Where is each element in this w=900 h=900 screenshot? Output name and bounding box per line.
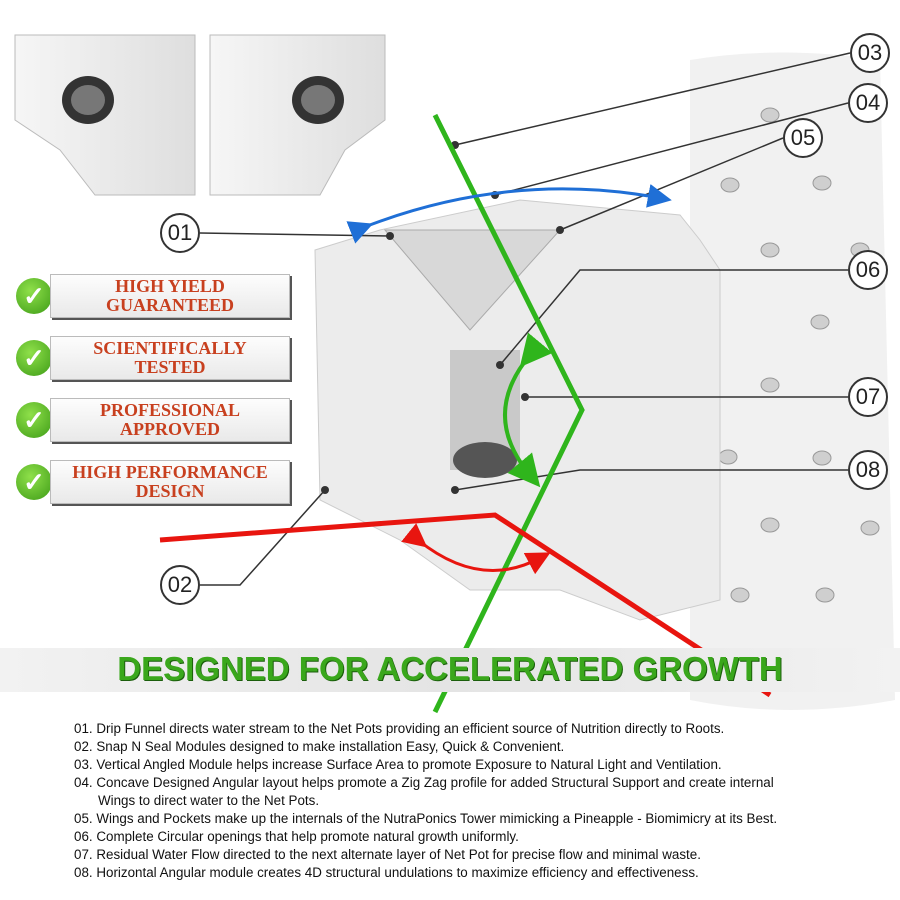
note-item: 01. Drip Funnel directs water stream to … [74, 721, 725, 736]
note-item: 07. Residual Water Flow directed to the … [74, 847, 701, 862]
banner-background [0, 648, 900, 692]
horizontal-angle-line [159, 512, 772, 698]
note-item: 03. Vertical Angled Module helps increas… [74, 757, 722, 772]
check-icon: ✓ [16, 340, 52, 376]
green-arc-arrow [503, 332, 553, 488]
check-icon: ✓ [16, 464, 52, 500]
blue-arc-arrow [346, 184, 672, 244]
check-icon: ✓ [16, 402, 52, 438]
badge-line: TESTED [134, 357, 206, 377]
note-item: 05. Wings and Pockets make up the intern… [74, 811, 778, 826]
callout-01: 01 [160, 213, 200, 253]
badge-line: SCIENTIFICALLY [93, 338, 247, 358]
note-item: 08. Horizontal Angular module creates 4D… [74, 865, 699, 880]
note-item-continued: Wings to direct water to the Net Pots. [98, 793, 320, 808]
banner-title: DESIGNED FOR ACCELERATED GROWTH [117, 650, 783, 687]
badge-line: PROFESSIONAL [99, 400, 241, 420]
callout-08: 08 [848, 450, 888, 490]
badge-line: HIGH PERFORMANCE [72, 462, 268, 482]
callout-03: 03 [850, 33, 890, 73]
feature-notes: 01. Drip Funnel directs water stream to … [74, 720, 874, 882]
note-item: 02. Snap N Seal Modules designed to make… [74, 739, 565, 754]
module-cutaway-image [314, 199, 721, 621]
check-icon: ✓ [16, 278, 52, 314]
callout-05: 05 [783, 118, 823, 158]
badge-line: HIGH YIELD [115, 276, 225, 296]
callout-02: 02 [160, 565, 200, 605]
callout-04: 04 [848, 83, 888, 123]
note-item: 06. Complete Circular openings that help… [74, 829, 519, 844]
badge-line: DESIGN [135, 481, 205, 501]
badge-line: GUARANTEED [105, 295, 234, 315]
callout-07: 07 [848, 377, 888, 417]
red-arc-arrow [401, 523, 551, 575]
note-item: 04. Concave Designed Angular layout help… [74, 775, 774, 790]
callout-06: 06 [848, 250, 888, 290]
badge-line: APPROVED [120, 419, 220, 439]
module-halves-image [14, 34, 386, 196]
